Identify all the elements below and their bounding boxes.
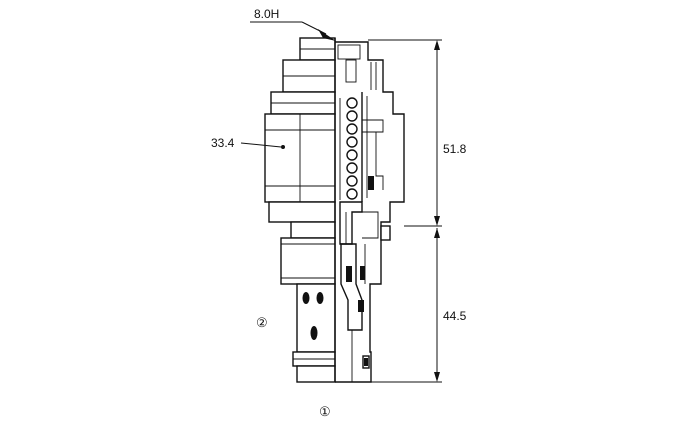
dimension-upper-length: 51.8 [368, 39, 467, 227]
spring-coils [339, 97, 358, 200]
dimension-hex-width: 33.4 [211, 136, 285, 150]
hex-key-dimension-label: 8.0H [254, 7, 279, 21]
valve-section-half [335, 41, 405, 383]
valve-exterior-half [264, 37, 336, 383]
lower-length-dimension-label: 44.5 [443, 309, 467, 323]
port-2-label: ② [256, 315, 268, 330]
hex-width-dimension-label: 33.4 [211, 136, 235, 150]
dimension-lower-length: 44.5 [371, 228, 467, 383]
port-1-label: ① [319, 404, 331, 419]
upper-length-dimension-label: 51.8 [443, 142, 467, 156]
dimension-hex-key: 8.0H [250, 7, 336, 41]
